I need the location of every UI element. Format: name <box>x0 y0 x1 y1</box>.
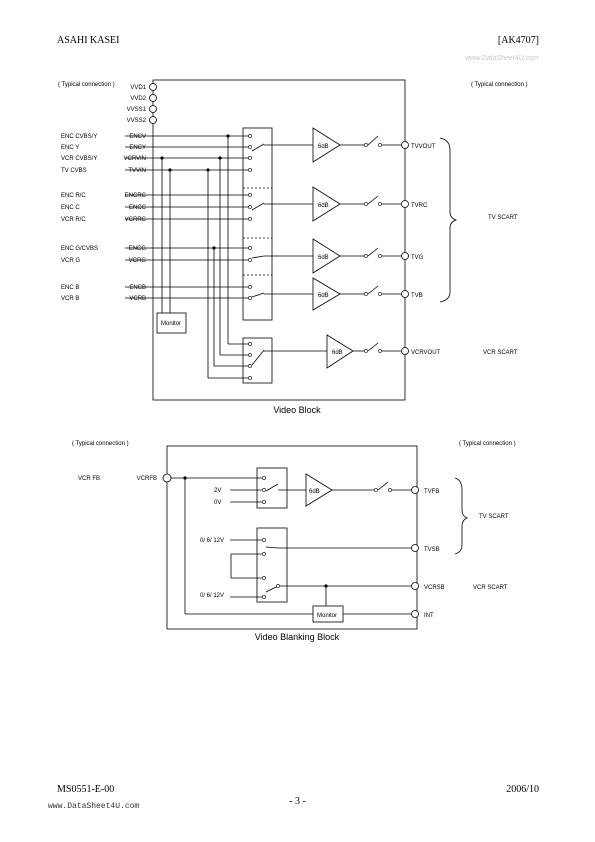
input-label: ENC Y <box>61 145 79 151</box>
blanking-block-frame <box>166 445 418 630</box>
output-pin-label: TVG <box>411 255 424 261</box>
doc-id: MS0551-E-00 <box>57 784 115 795</box>
supply-pin-label: VVD2 <box>130 96 146 102</box>
supply-pin-label: VVD1 <box>130 85 146 91</box>
input-pin-label: ENCRC <box>125 193 147 199</box>
output-pin-label: TVRC <box>411 203 428 209</box>
vcr-scart-label: VCR SCART <box>483 350 518 356</box>
sb-switch-box <box>256 527 288 603</box>
vcr-switch-box <box>242 337 273 384</box>
level-multi-label: 0/ 6/ 12V <box>200 538 224 544</box>
blanking-typical-right: ( Typical connection ) <box>459 441 516 447</box>
input-pin-label: VCRB <box>129 296 146 302</box>
vcr-fb-label: VCR FB <box>78 476 100 482</box>
monitor-label: Monitor <box>161 321 181 327</box>
footer-watermark: www.DataSheet4U.com <box>48 802 140 811</box>
output-pin-label: TVSB <box>424 547 440 553</box>
amp-gain-label: 6dB <box>318 255 329 261</box>
output-pin-label: VCRSB <box>424 585 445 591</box>
input-label: VCR G <box>61 258 80 264</box>
input-label: TV CVBS <box>61 168 87 174</box>
video-typical-right: ( Typical connection ) <box>471 82 528 88</box>
fb-switch-box <box>256 467 288 509</box>
input-label: ENC G/CVBS <box>61 246 98 252</box>
input-pin-label: ENCV <box>129 134 146 140</box>
level-2v-label: 2V <box>214 488 221 494</box>
tv-scart-label: TV SCART <box>479 514 509 520</box>
amp-gain-label: 6dB <box>332 350 343 356</box>
input-label: VCR R/C <box>61 217 86 223</box>
blanking-typical-left: ( Typical connection ) <box>72 441 129 447</box>
video-typical-left: ( Typical connection ) <box>58 82 115 88</box>
input-label: ENC B <box>61 285 79 291</box>
input-pin-label: ENCB <box>129 285 146 291</box>
video-monitor-box <box>156 312 187 334</box>
input-pin-label: VCRVIN <box>123 156 146 162</box>
vcrfb-pin-label: VCRFB <box>137 476 157 482</box>
output-pin-label: INT <box>424 613 434 619</box>
input-pin-label: ENCY <box>129 145 146 151</box>
video-switch-box <box>242 127 273 321</box>
video-block-title: Video Block <box>273 405 321 415</box>
level-0v-label: 0V <box>214 500 221 506</box>
amp-gain-label: 6dB <box>309 489 320 495</box>
header-watermark: www.DataSheet4U.com <box>465 55 539 62</box>
vcr-scart-label: VCR SCART <box>473 585 508 591</box>
output-pin-label: TVB <box>411 293 423 299</box>
video-block-frame <box>152 79 406 401</box>
input-pin-label: VCRG <box>129 258 147 264</box>
input-label: ENC C <box>61 205 80 211</box>
input-pin-label: ENCG <box>129 246 147 252</box>
amp-gain-label: 6dB <box>318 293 329 299</box>
tv-scart-label: TV SCART <box>488 215 518 221</box>
input-label: VCR CVBS/Y <box>61 156 97 162</box>
company-name: ASAHI KASEI <box>57 35 120 46</box>
input-pin-label: VCRRC <box>125 217 147 223</box>
blanking-block-title: Video Blanking Block <box>255 632 340 642</box>
part-number: [AK4707] <box>497 35 539 46</box>
input-label: ENC R/C <box>61 193 86 199</box>
page-number: - 3 - <box>289 796 306 807</box>
monitor-label: Monitor <box>317 613 337 619</box>
amp-gain-label: 6dB <box>318 144 329 150</box>
tv-scart-brace <box>439 137 458 303</box>
input-pin-label: ENCC <box>129 205 147 211</box>
output-pin-label: VCRVOUT <box>411 350 441 356</box>
supply-pin-label: VVSS1 <box>127 107 147 113</box>
blanking-tv-scart-brace <box>454 477 469 555</box>
amp-gain-label: 6dB <box>318 203 329 209</box>
input-label: VCR B <box>61 296 79 302</box>
supply-pin-label: VVSS2 <box>127 118 147 124</box>
date: 2006/10 <box>506 784 539 795</box>
input-pin-label: TVVIN <box>128 168 146 174</box>
output-pin-label: TVVOUT <box>411 144 436 150</box>
level-multi-label: 0/ 6/ 12V <box>200 593 224 599</box>
input-label: ENC CVBS/Y <box>61 134 97 140</box>
output-pin-label: TVFB <box>424 489 439 495</box>
